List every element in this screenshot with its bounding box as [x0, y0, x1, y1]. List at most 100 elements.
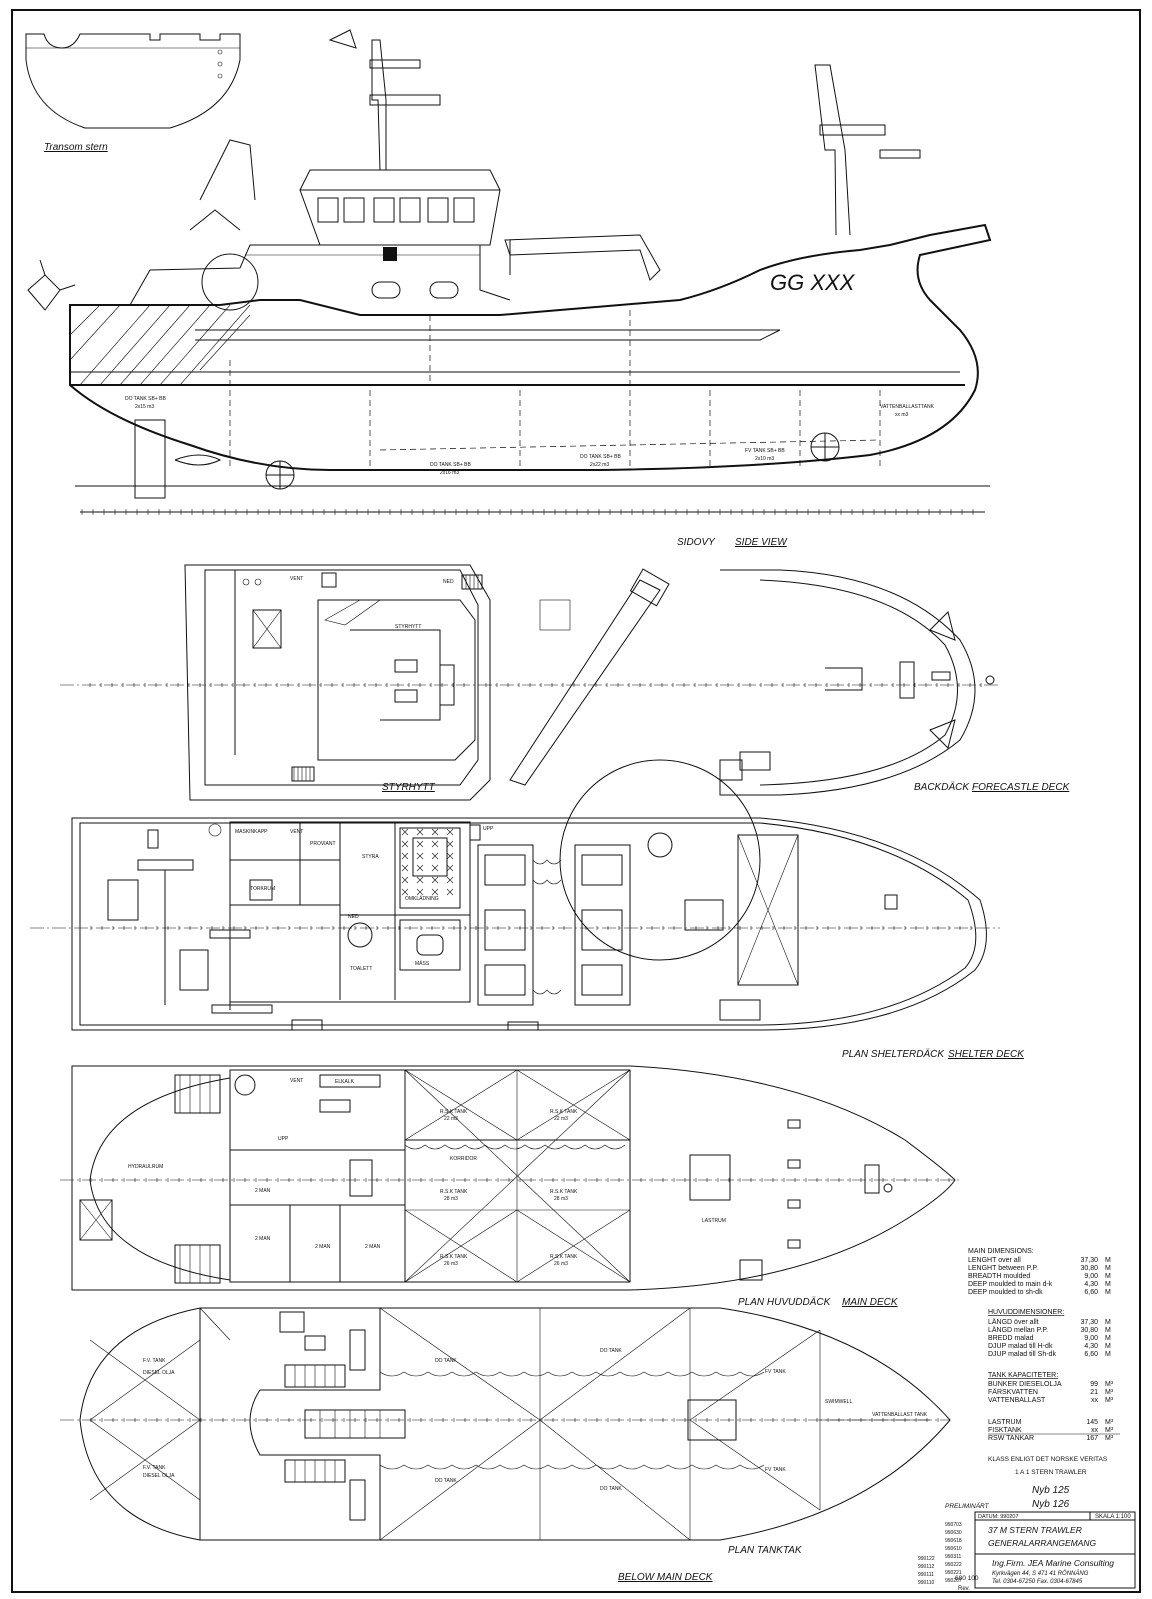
- cabin-4: 2 MAN: [365, 1244, 381, 1250]
- shelter-upp: UPP: [483, 826, 494, 832]
- dimension-label: LENGHT over all: [968, 1257, 1021, 1264]
- styrhytt-room-label: STYRHYTT: [395, 624, 421, 630]
- shelter-caption-sv: PLAN SHELTERDÄCK: [842, 1048, 945, 1060]
- dimension-unit: M: [1105, 1257, 1111, 1264]
- tanktop-label-swimwell: SWIMWELL: [825, 1399, 852, 1405]
- tile-mark: [446, 840, 454, 848]
- tank-label-3: DO TANK SB+ BB: [580, 454, 621, 460]
- company-name: Ing.Firm. JEA Marine Consulting: [992, 1558, 1114, 1568]
- tanktop-label-diesel2: DIESEL OLJA: [143, 1473, 175, 1479]
- rsk-6-vol: 26 m3: [554, 1261, 568, 1267]
- dimension-label: LÄNGD över allt: [988, 1318, 1039, 1326]
- stern-thruster-icon: [265, 460, 295, 490]
- dimension-value: 9,00: [1084, 1273, 1098, 1280]
- scale-label: SKALA 1:100: [1095, 1514, 1131, 1520]
- dimension-label: VATTENBALLAST: [988, 1397, 1046, 1404]
- forecastle-caption-sv: BACKDÄCK: [914, 781, 970, 793]
- dimension-unit: M: [1105, 1265, 1111, 1272]
- forecastle-ned: NED: [443, 579, 454, 585]
- tank-label-1: DO TANK SB+ BB: [125, 396, 166, 402]
- dimension-value: xx: [1091, 1427, 1099, 1434]
- title-block: Nyb 125 Nyb 126 PRELIMINÄRT DATUM: 99020…: [918, 1485, 1136, 1592]
- prelim-label: PRELIMINÄRT: [945, 1502, 990, 1510]
- tile-mark: [401, 852, 409, 860]
- tank-vol-3: 2x22 m3: [590, 462, 609, 468]
- dimension-label: LENGHT between P.P.: [968, 1265, 1038, 1272]
- rsk-1: R.S.K TANK: [440, 1109, 468, 1115]
- room-toalett: TOALETT: [350, 966, 372, 972]
- nyb-2: Nyb 126: [1032, 1499, 1070, 1510]
- tile-mark: [446, 864, 454, 872]
- forecastle-vent: VENT: [290, 576, 303, 582]
- main-deck-caption-sv: PLAN HUVUDDÄCK: [738, 1296, 832, 1308]
- room-mass: MÄSS: [415, 960, 430, 967]
- sheet-border: [11, 9, 1141, 1593]
- dimension-unit: M: [1105, 1335, 1111, 1342]
- dimension-unit: M: [1105, 1289, 1111, 1296]
- tank-label-2: DO TANK SB+ BB: [430, 462, 471, 468]
- rsk-4-vol: 28 m3: [554, 1196, 568, 1202]
- dimension-value: 6,60: [1084, 1351, 1098, 1358]
- tile-mark: [431, 840, 439, 848]
- dimension-value: 30,80: [1080, 1327, 1098, 1334]
- dimension-value: xx: [1091, 1397, 1099, 1404]
- revision-date: 990221: [945, 1570, 962, 1576]
- dimension-label: DEEP moulded to main d-k: [968, 1281, 1053, 1288]
- room-maskinkapp: MASKINKAPP: [235, 829, 268, 835]
- date-label: DATUM: 990207: [978, 1514, 1019, 1520]
- dimension-label: FÄRSKVATTEN: [988, 1388, 1038, 1396]
- tanktop-label-fv2: FV TANK: [765, 1467, 786, 1473]
- dimension-unit: M³: [1105, 1397, 1114, 1404]
- tanktop-label-ballast: VATTENBALLAST TANK: [872, 1412, 928, 1418]
- room-styra: STYRA: [362, 854, 379, 860]
- centerline-ruler: [89, 683, 982, 687]
- side-view: GG XXX DO TANK SB+ BB 2x15 m3 DO TANK SB…: [27, 29, 992, 548]
- forecastle-caption-en: FORECASTLE DECK: [972, 782, 1071, 793]
- tanktop-label-do1: DO TANK: [435, 1358, 457, 1364]
- drawing-number: 680 100: [955, 1575, 979, 1582]
- revision-date: 990207: [945, 1578, 962, 1584]
- tank-vol-2: 2x16 m3: [440, 470, 459, 476]
- shelter-ned: NED: [348, 914, 359, 920]
- room-omkladning: OMKLÄDNING: [405, 895, 439, 902]
- tile-mark: [446, 876, 454, 884]
- dimension-value: 99: [1090, 1381, 1098, 1388]
- dimension-unit: M³: [1105, 1419, 1114, 1426]
- tile-mark: [416, 876, 424, 884]
- room-hydraulrum: HYDRAULRUM: [128, 1164, 163, 1170]
- tile-mark: [431, 828, 439, 836]
- centerline-ruler: [79, 1178, 950, 1182]
- rsk-4: R.S.K TANK: [550, 1189, 578, 1195]
- tanktop-plan: DO TANK DO TANK FV TANK FV TANK DO TANK …: [60, 1307, 951, 1583]
- rsk-1-vol: 22 m3: [444, 1116, 458, 1122]
- main-dimensions-heading: MAIN DIMENSIONS:: [968, 1248, 1034, 1255]
- tile-mark: [416, 888, 424, 896]
- dimension-label: BREDD malad: [988, 1335, 1034, 1342]
- tanktop-caption-sv: PLAN TANKTAK: [728, 1545, 803, 1556]
- nyb-1: Nyb 125: [1032, 1485, 1070, 1496]
- tanktop-label-diesel1: DIESEL OLJA: [143, 1370, 175, 1376]
- tile-mark: [431, 888, 439, 896]
- tank-label-4: FV TANK SB+ BB: [745, 448, 785, 454]
- main-vent: VENT: [290, 1078, 303, 1084]
- tile-mark: [416, 852, 424, 860]
- tile-mark: [446, 888, 454, 896]
- dimension-value: 9,00: [1084, 1335, 1098, 1342]
- rsk-3-vol: 28 m3: [444, 1196, 458, 1202]
- huvuddimensioner-heading: HUVUDDIMENSIONER:: [988, 1309, 1064, 1316]
- revision-date: 990122: [918, 1556, 935, 1562]
- drawing-title-2: GENERALARRANGEMANG: [988, 1538, 1097, 1548]
- dimension-value: 30,80: [1080, 1265, 1098, 1272]
- tile-mark: [401, 864, 409, 872]
- shelter-caption-en: SHELTER DECK: [948, 1049, 1025, 1060]
- tile-mark: [431, 876, 439, 884]
- dimension-unit: M³: [1105, 1435, 1114, 1442]
- cabin-1: 2 MAN: [255, 1188, 271, 1194]
- dimension-value: 4,30: [1084, 1343, 1098, 1350]
- transom-label: Transom stern: [44, 142, 108, 153]
- tank-vol-4: 2x10 m3: [755, 456, 774, 462]
- revision-date: 990112: [918, 1564, 935, 1570]
